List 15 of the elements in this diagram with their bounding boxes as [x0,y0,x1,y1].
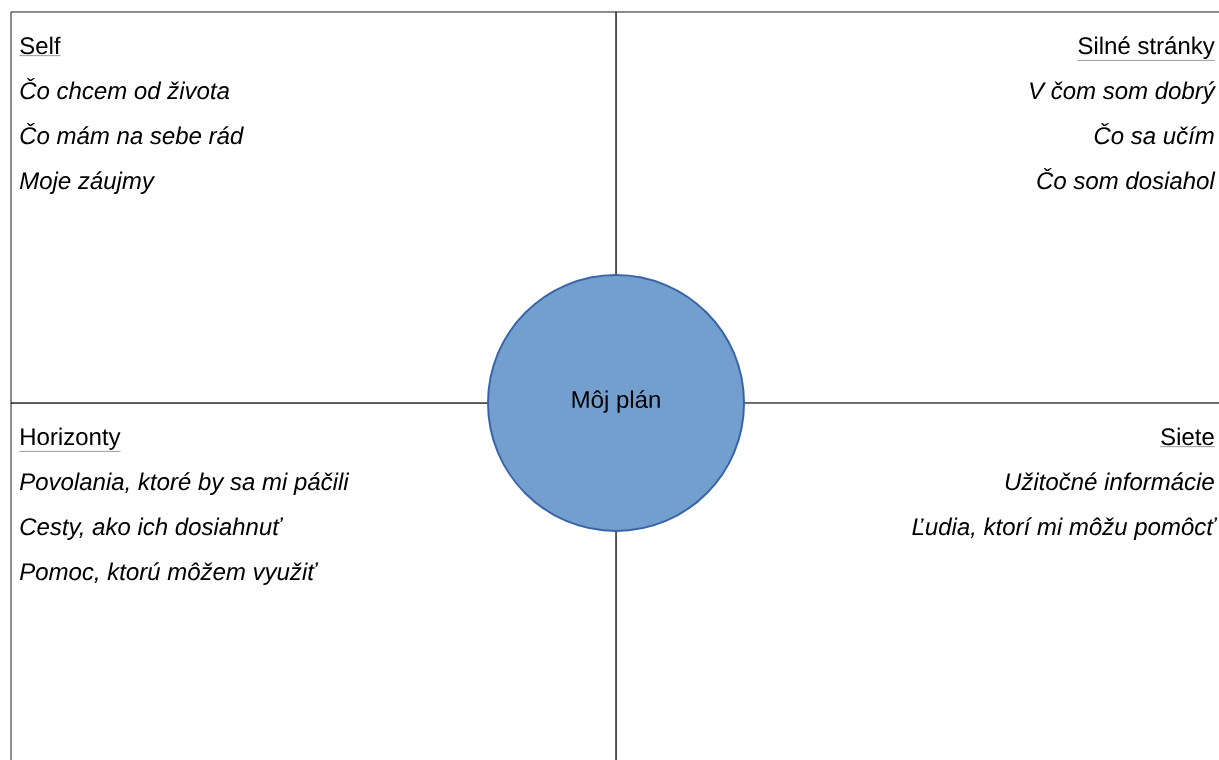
heading-text: Horizonty [19,427,121,452]
item-text: Ľudia, ktorí mi môžu pomôcť [912,517,1218,540]
heading-text: Siete [1159,427,1215,447]
item-text: Užitočné informácie [1005,472,1214,491]
item-text: Povolania, ktoré by sa mi páčili [19,472,350,495]
item-text: Čo chcem od života [20,78,230,100]
heading-text: Self [19,36,61,56]
item-text: Čo mám na sebe rád [20,123,244,145]
item-text: Moje záujmy [19,171,156,194]
item-text: Cesty, ako ich dosiahnuť [20,517,284,540]
item-text: Pomoc, ktorú môžem využiť [19,562,319,585]
item-text: Čo som dosiahol [1037,168,1216,190]
item-text: V čom som dobrý [1030,81,1216,104]
heading-text: Silné stránky [1077,36,1215,61]
item-text: Čo sa učím [1094,123,1214,145]
